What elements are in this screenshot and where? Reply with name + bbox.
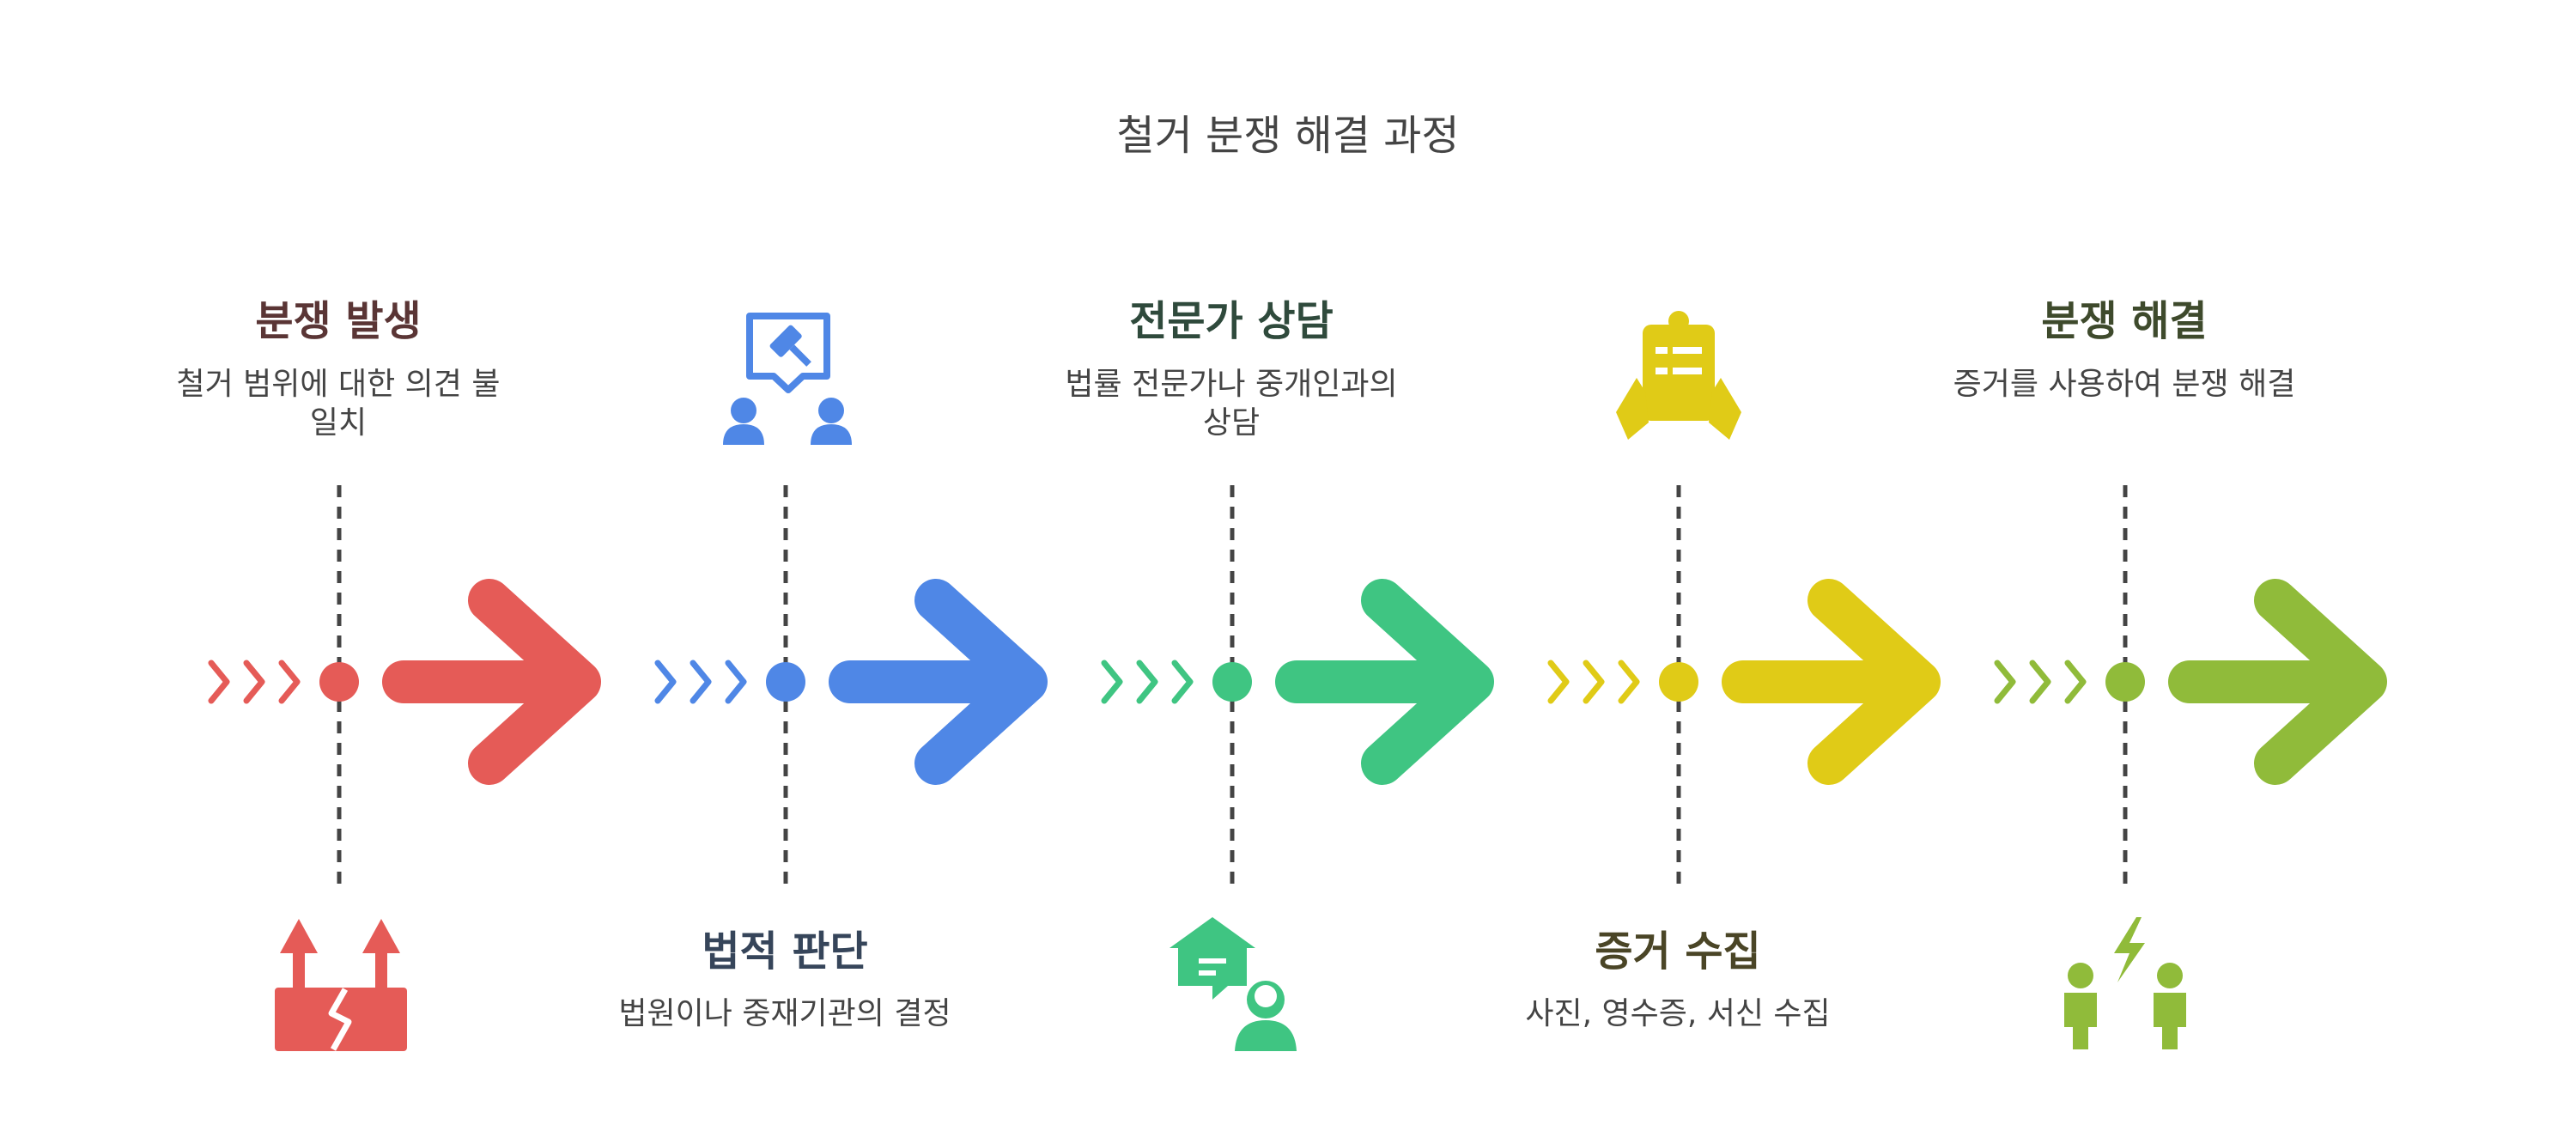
diagram-title: 철거 분쟁 해결 과정 bbox=[1116, 112, 1460, 160]
chevron-icon bbox=[2064, 660, 2087, 704]
step-desc-2: 법원이나 중재기관의 결정 bbox=[618, 996, 951, 1031]
chevron-icon bbox=[1136, 660, 1158, 704]
chevron-icon bbox=[1618, 660, 1640, 704]
chevron-icon bbox=[243, 660, 265, 704]
chevron-icon bbox=[208, 660, 230, 704]
step-5-flow bbox=[1994, 579, 2387, 785]
step-title-3: 전문가 상담 bbox=[1129, 297, 1334, 345]
chevron-icon bbox=[1171, 660, 1194, 704]
chevron-icon bbox=[1101, 660, 1123, 704]
step-title-1: 분쟁 발생 bbox=[255, 297, 422, 345]
step-desc-5: 증거를 사용하여 분쟁 해결 bbox=[1953, 367, 2296, 402]
timeline-dot-2 bbox=[766, 662, 805, 702]
arrow-icon bbox=[2168, 579, 2387, 785]
timeline-dot-4 bbox=[1659, 662, 1698, 702]
timeline-dot-1 bbox=[319, 662, 359, 702]
step-title-2: 법적 판단 bbox=[702, 927, 868, 976]
chevron-icon bbox=[278, 660, 301, 704]
broken-wall-arrows-icon bbox=[275, 919, 407, 1051]
chevron-icon bbox=[725, 660, 747, 704]
arrow-icon bbox=[829, 579, 1048, 785]
arrow-icon bbox=[382, 579, 601, 785]
step-title-4: 증거 수집 bbox=[1595, 927, 1761, 976]
judge-gavel-icon bbox=[723, 313, 852, 445]
clipboard-hands-icon bbox=[1616, 311, 1741, 440]
chevron-icon bbox=[690, 660, 712, 704]
arrow-icon bbox=[1275, 579, 1494, 785]
step-1-flow bbox=[208, 579, 601, 785]
step-desc-4: 사진, 영수증, 서신 수집 bbox=[1525, 996, 1831, 1031]
step-desc-1: 철거 범위에 대한 의견 불일치 bbox=[176, 367, 501, 441]
step-desc-3: 법률 전문가나 중개인과의 상담 bbox=[1065, 367, 1398, 441]
people-resolution-icon bbox=[2064, 917, 2186, 1049]
chevron-icon bbox=[1547, 660, 1570, 704]
chevron-icon bbox=[654, 660, 677, 704]
chevron-icon bbox=[1583, 660, 1605, 704]
consultant-house-icon bbox=[1170, 917, 1297, 1051]
chevron-icon bbox=[2029, 660, 2051, 704]
arrow-icon bbox=[1722, 579, 1941, 785]
timeline-dot-3 bbox=[1212, 662, 1252, 702]
step-title-5: 분쟁 해결 bbox=[2041, 297, 2208, 345]
chevron-icon bbox=[1994, 660, 2016, 704]
timeline-dot-5 bbox=[2105, 662, 2145, 702]
step-4-flow bbox=[1547, 579, 1941, 785]
step-3-flow bbox=[1101, 579, 1494, 785]
step-2-flow bbox=[654, 579, 1048, 785]
